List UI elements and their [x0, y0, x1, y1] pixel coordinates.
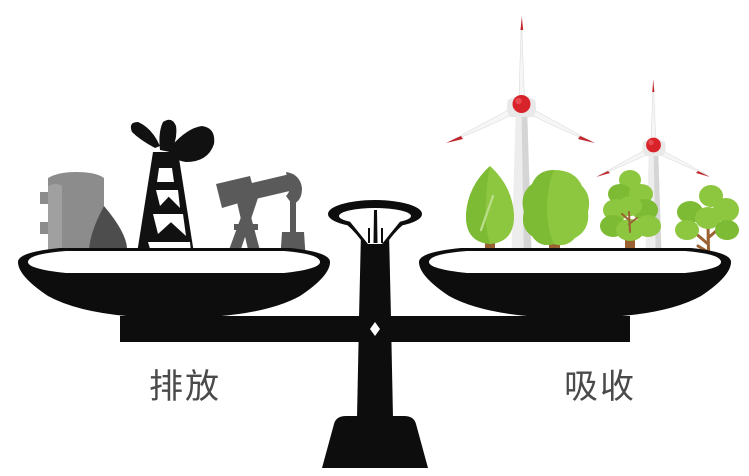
fulcrum-marker — [370, 322, 380, 336]
left-pan-hook — [162, 314, 188, 326]
tree4-leaf-lower-left — [675, 220, 699, 240]
balance-scale — [120, 200, 630, 468]
tree3-branches — [621, 211, 638, 233]
pumpjack-horse-head — [286, 172, 302, 204]
left-label-emissions: 排放 — [149, 367, 221, 407]
pumpjack-brace — [234, 224, 258, 230]
turbine-large-hub-highlight — [515, 97, 522, 105]
derrick-body — [135, 152, 196, 266]
turbine-small-blade-left-tip — [596, 171, 610, 177]
oil-gusher-spray — [130, 119, 215, 162]
tree2-canopy-shade — [522, 170, 554, 245]
turbine-small-hub — [646, 137, 661, 153]
balance-needle — [373, 210, 378, 243]
right-pan-hook — [563, 314, 589, 326]
center-column-lower — [357, 320, 393, 418]
derrick-gap-3 — [162, 190, 180, 208]
left-pan — [18, 248, 330, 326]
left-pan-cable — [133, 314, 170, 330]
tree4-leaf-lower-right — [715, 220, 739, 240]
turbine-large-blade-up — [518, 19, 525, 101]
gusher-drop-left — [130, 122, 160, 148]
right-pan-contents — [446, 16, 739, 274]
turbine-large-blade-up-tip — [520, 16, 524, 30]
gusher-drop-center — [159, 119, 177, 152]
gusher-drop-right — [168, 126, 215, 162]
barrel-highlight — [48, 184, 62, 266]
tree-sparse-branching — [675, 185, 739, 274]
needle-right-tick — [381, 228, 383, 243]
tree4-leaf-center — [695, 207, 721, 229]
tree1-highlight — [479, 194, 495, 232]
derrick-gap-5 — [162, 214, 186, 236]
turbine-small-blade-right — [655, 147, 710, 177]
pumpjack-bridle — [290, 200, 296, 240]
turbine-large-hub — [512, 95, 531, 113]
right-pan — [419, 248, 731, 326]
turbine-small-blade-up-tip — [652, 79, 655, 92]
right-label-absorption: 吸收 — [564, 367, 636, 407]
pedestal-base — [322, 416, 428, 468]
left-pan-rim-inner — [28, 251, 320, 273]
barrel-top-rim — [48, 172, 104, 186]
turbine-small-hub-highlight — [648, 139, 654, 146]
center-column-upper — [359, 232, 391, 318]
derrick-gap-1 — [157, 168, 174, 182]
turbine-small-tower-shade — [653, 146, 662, 268]
turbine-large-blade-left-tip — [446, 136, 463, 143]
tree3-blob-center — [618, 196, 642, 216]
turbine-small-blade-right-tip — [696, 171, 710, 177]
right-pan-rim-inner — [429, 251, 721, 273]
needle-left-tick — [368, 228, 370, 243]
turbine-large-blade-right-tip — [578, 136, 595, 143]
tree4-branches — [692, 224, 724, 274]
right-pan-cable — [579, 314, 616, 330]
